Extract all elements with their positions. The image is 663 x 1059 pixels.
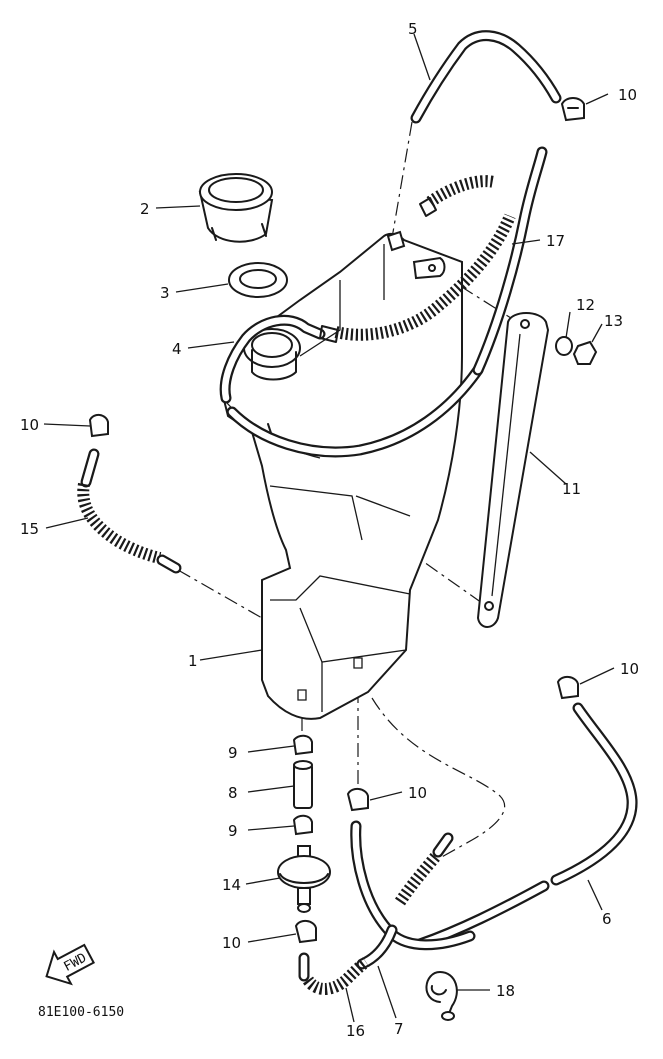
right-hose <box>414 702 638 950</box>
callout-5: 5 <box>408 20 418 38</box>
tank-mount-hole <box>428 264 436 272</box>
callout-14: 14 <box>222 876 241 894</box>
reservoir-tank <box>222 232 463 720</box>
clamp-center <box>346 788 369 812</box>
tank-cap <box>198 173 274 243</box>
callout-10-left: 10 <box>20 416 39 434</box>
clamp-bottom <box>294 920 317 944</box>
callout-9-lower: 9 <box>228 822 238 840</box>
callout-6: 6 <box>602 910 612 928</box>
callout-2: 2 <box>140 200 150 218</box>
diagram-code: 81E100-6150 <box>38 1005 124 1020</box>
bottom-corrugated-hose <box>298 952 370 995</box>
callout-11: 11 <box>562 480 581 498</box>
lower-hose <box>350 820 476 970</box>
clip-lower <box>292 814 313 836</box>
hose-clip <box>425 971 458 1021</box>
clamp-right <box>556 676 579 700</box>
tank-breather-nipple <box>386 230 406 252</box>
check-valve <box>277 845 331 913</box>
callout-9-upper: 9 <box>228 744 238 762</box>
callout-13: 13 <box>604 312 623 330</box>
clamp-left <box>88 414 109 438</box>
callout-12: 12 <box>576 296 595 314</box>
callout-16: 16 <box>346 1022 365 1040</box>
cap-gasket <box>228 262 288 298</box>
callout-10-top: 10 <box>618 86 637 104</box>
callout-18: 18 <box>496 982 515 1000</box>
callouts: 5 10 2 17 3 12 13 4 10 11 15 1 10 9 8 10… <box>20 20 639 1040</box>
breather-hose <box>319 146 548 376</box>
tank-outlet-mark-right <box>353 657 363 669</box>
callout-8: 8 <box>228 784 238 802</box>
clip-upper <box>292 734 313 756</box>
callout-10-right: 10 <box>620 660 639 678</box>
nut <box>572 340 598 365</box>
callout-10-bottom: 10 <box>222 934 241 952</box>
callout-1: 1 <box>188 652 198 670</box>
forward-arrow: FWD <box>45 943 96 986</box>
joint-pipe <box>293 760 313 809</box>
callout-3: 3 <box>160 284 170 302</box>
top-hose <box>410 30 562 124</box>
callout-4: 4 <box>172 340 182 358</box>
washer <box>555 336 573 356</box>
left-corrugated-hose <box>77 448 182 574</box>
callout-17: 17 <box>546 232 565 250</box>
callout-15: 15 <box>20 520 39 538</box>
tank-band <box>219 314 484 458</box>
leader-lines <box>43 33 615 1023</box>
tank-outlet-mark-left <box>297 689 307 701</box>
callout-7: 7 <box>394 1020 404 1038</box>
callout-10-center: 10 <box>408 784 427 802</box>
stay-bracket <box>476 312 550 628</box>
clamp-top <box>560 97 585 122</box>
